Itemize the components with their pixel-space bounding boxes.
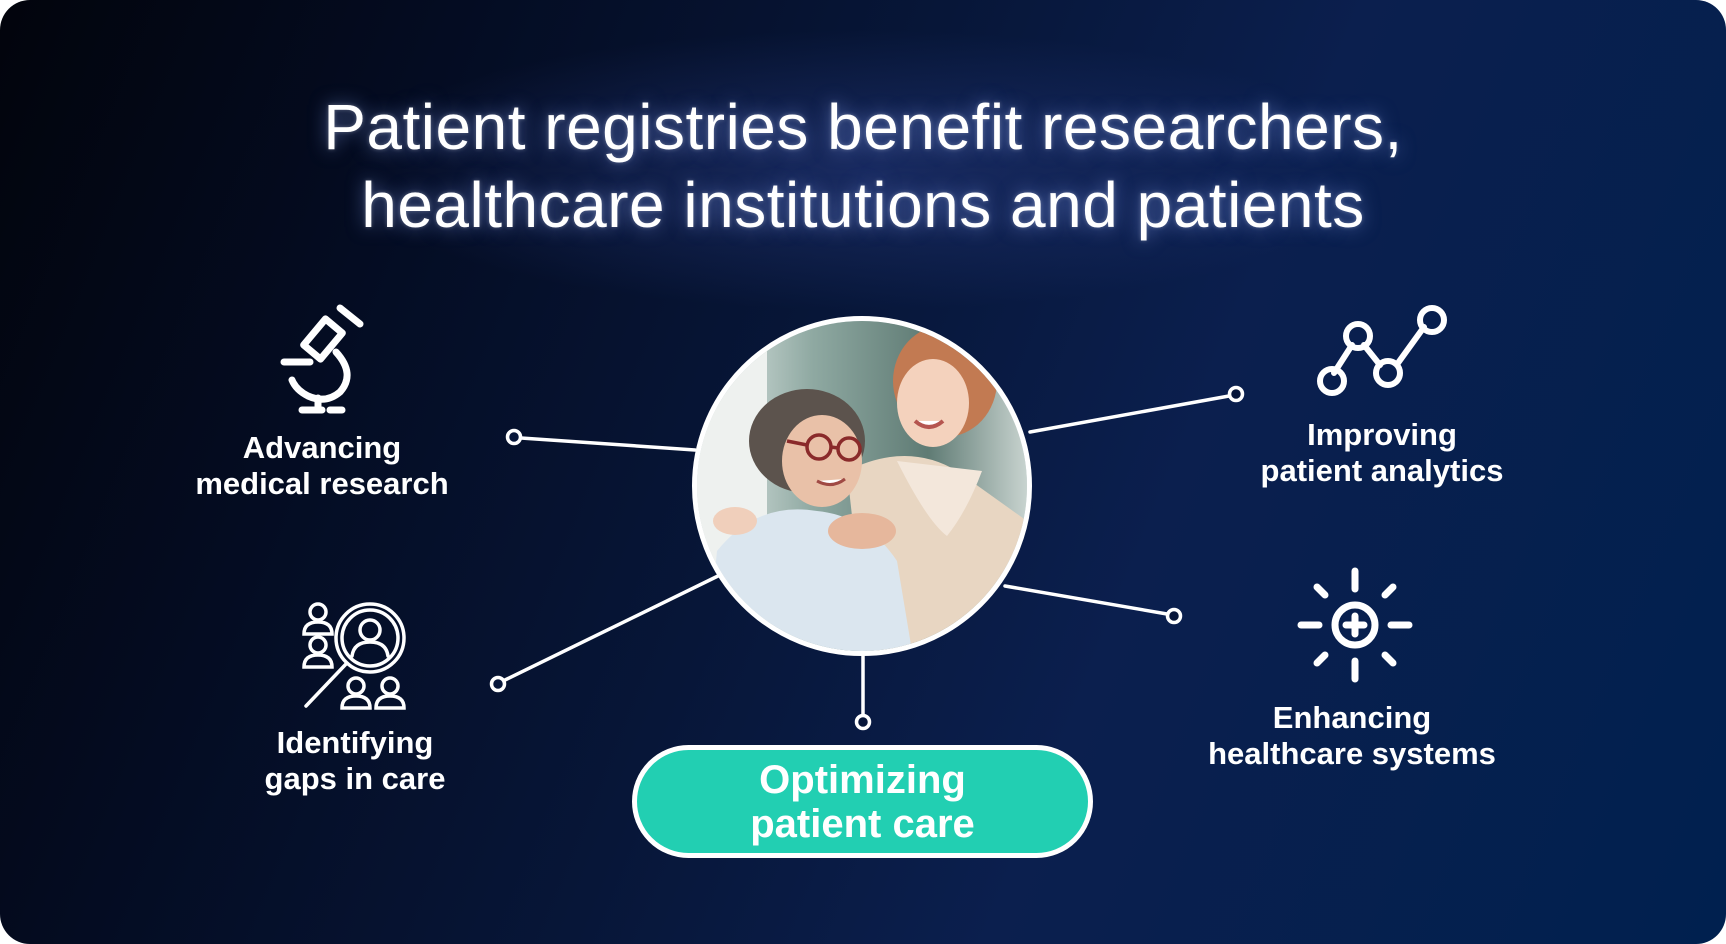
connector-dot-research <box>505 428 523 446</box>
benefit-gaps-label: Identifying gaps in care <box>264 725 446 796</box>
center-photo <box>692 316 1032 656</box>
medical-sun-plus-icon <box>1297 567 1413 683</box>
pill-line-1: Optimizing <box>759 757 966 802</box>
connector-dot-analytics <box>1227 385 1245 403</box>
title-line-1: Patient registries benefit researchers, <box>323 91 1403 163</box>
connector-gaps <box>503 574 720 682</box>
connector-research <box>519 436 697 452</box>
benefit-analytics-label: Improving patient analytics <box>1260 417 1504 488</box>
pill-line-2: patient care <box>750 801 975 846</box>
people-search-icon <box>302 602 406 710</box>
connector-dot-care <box>854 713 872 731</box>
page-title: Patient registries benefit researchers, … <box>0 88 1726 244</box>
connector-dot-gaps <box>489 675 507 693</box>
microscope-icon <box>280 304 364 414</box>
optimizing-patient-care-pill: Optimizing patient care <box>632 745 1093 858</box>
benefit-research-label: Advancing medical research <box>195 430 449 501</box>
caregiver-patient-photo <box>697 321 1027 651</box>
connector-analytics <box>1028 394 1231 434</box>
connector-dot-systems <box>1165 607 1183 625</box>
benefit-systems-label: Enhancing healthcare systems <box>1208 700 1496 771</box>
connector-systems <box>1003 584 1169 616</box>
title-line-2: healthcare institutions and patients <box>361 169 1365 241</box>
line-chart-nodes-icon <box>1317 305 1447 396</box>
